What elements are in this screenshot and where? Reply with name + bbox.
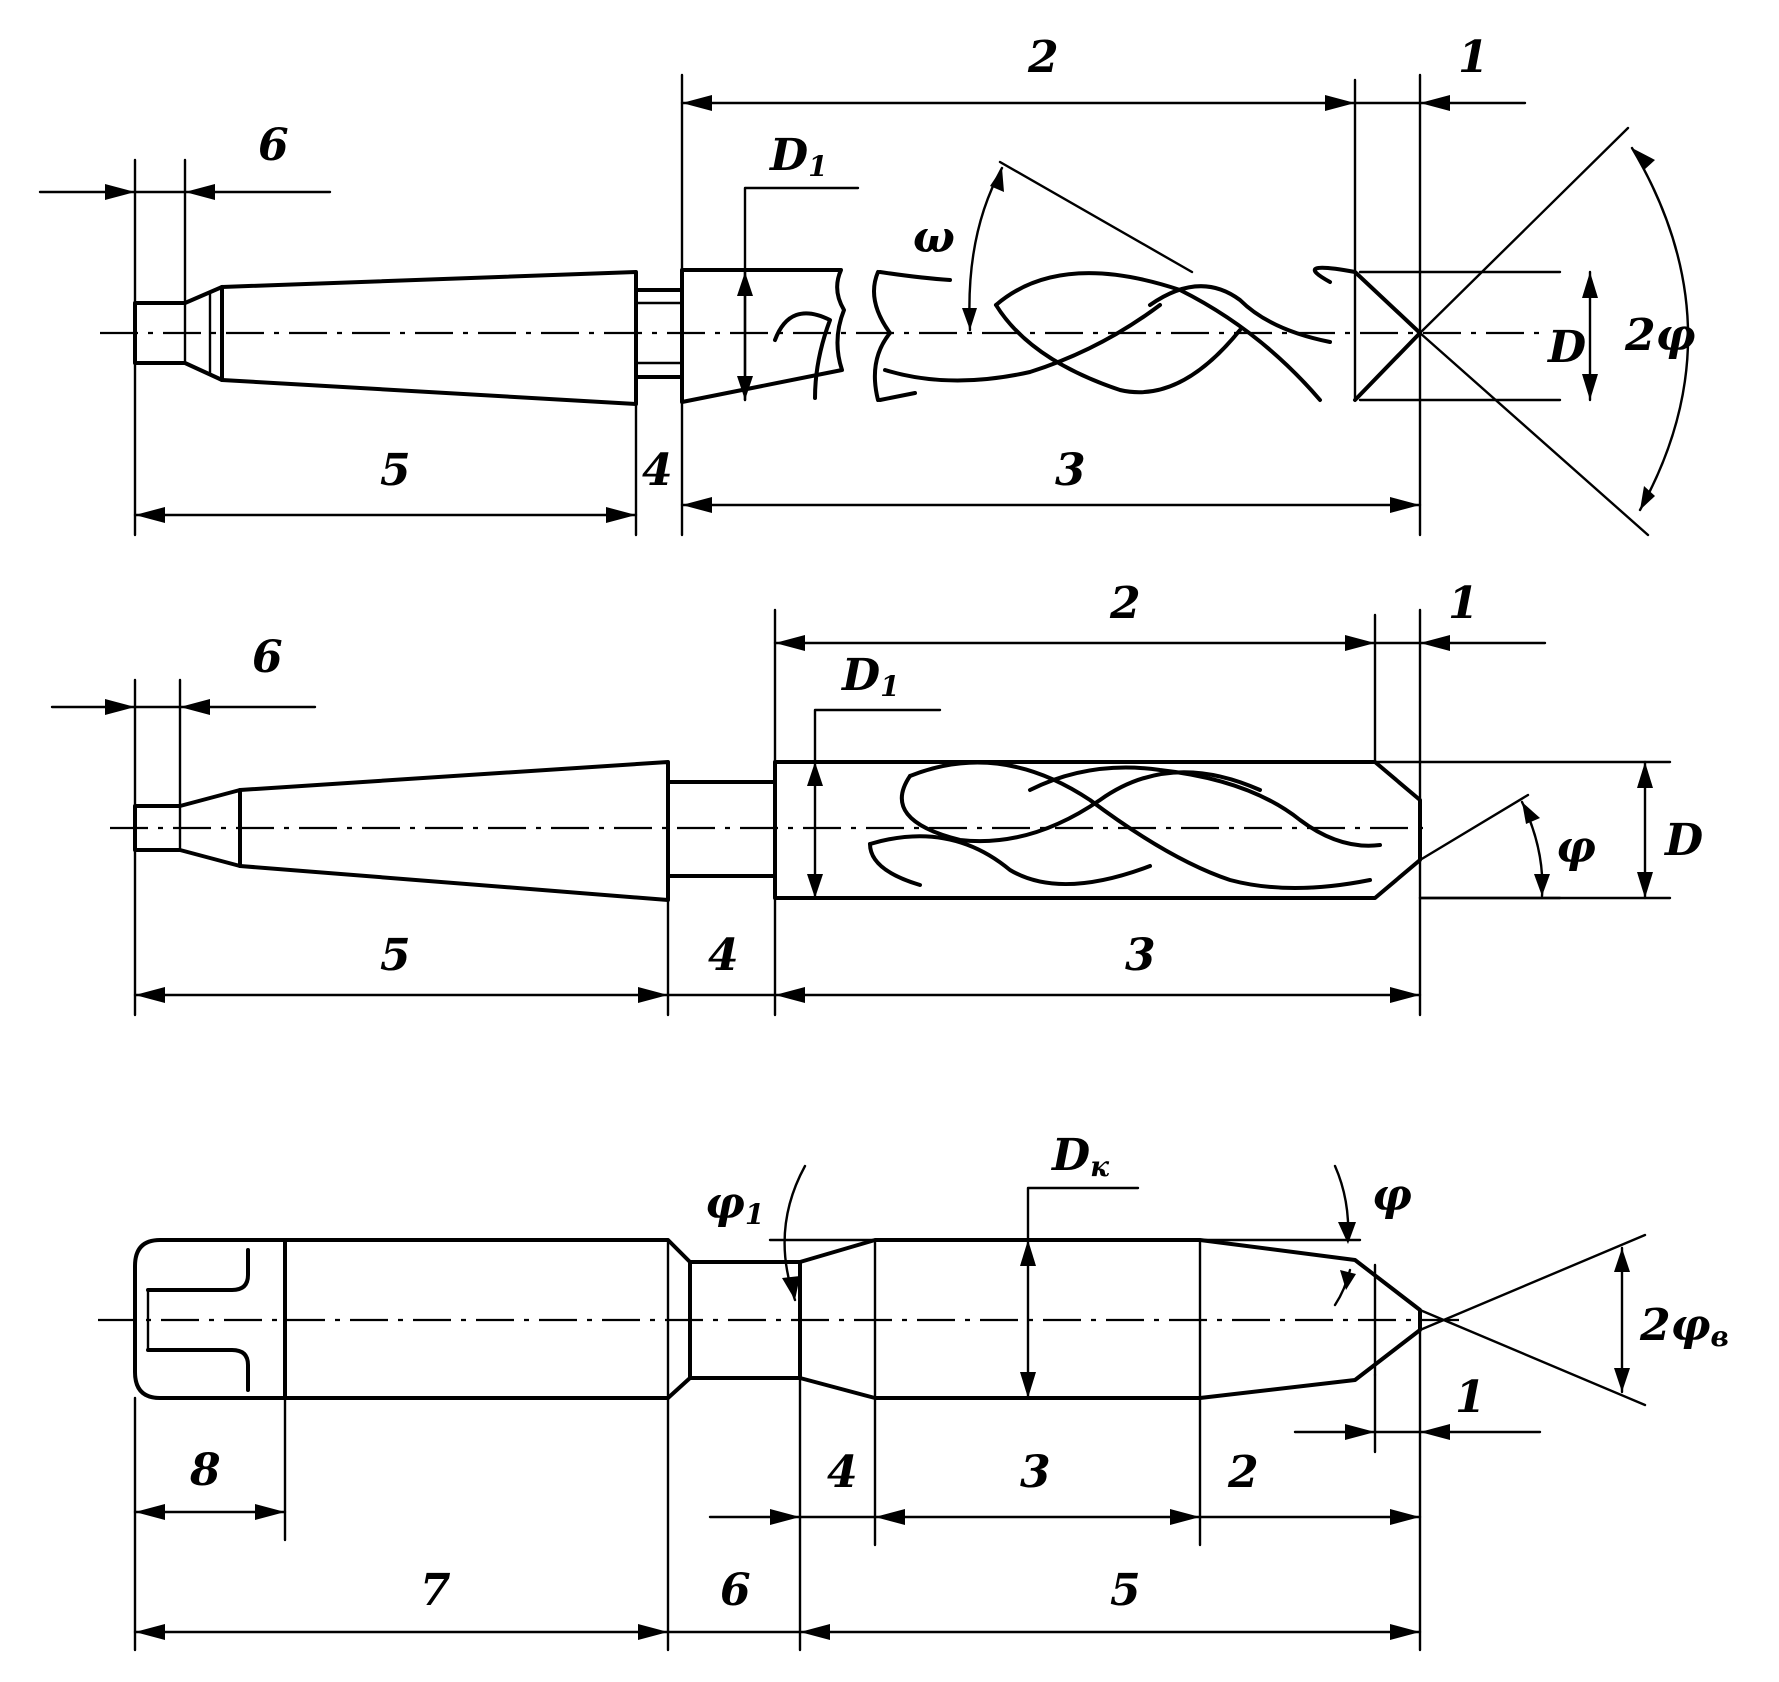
drive-slot-upper	[146, 1248, 250, 1292]
dim-6-label: 6	[258, 120, 289, 171]
flute-1	[908, 760, 1372, 890]
diameter-d1-leader	[813, 708, 942, 900]
body-start	[680, 268, 846, 404]
dim-3-label: 3	[1020, 1447, 1051, 1498]
point-line-lower	[1418, 331, 1650, 537]
diameter-dk-leader	[1026, 1186, 1140, 1400]
drive-square	[133, 1238, 287, 1400]
flute-3	[868, 834, 1152, 887]
dim-3-label: 3	[1125, 930, 1156, 981]
d1-symbol: D1	[768, 130, 828, 183]
lip-angle-line	[1418, 793, 1530, 862]
flute-start	[773, 311, 832, 400]
d-symbol: D	[1663, 815, 1703, 866]
dim-2-label: 2	[1227, 1447, 1259, 1498]
flute-2	[899, 770, 1262, 844]
point-line-upper	[1418, 126, 1630, 335]
taper-shank	[220, 270, 638, 406]
flute-1	[994, 271, 1322, 402]
taper-line-upper	[1418, 1308, 1647, 1407]
flute-4	[1028, 765, 1382, 848]
flute-3	[883, 303, 1162, 383]
dim-4-label: 4	[708, 930, 739, 981]
dim-4-label: 4	[642, 445, 673, 496]
two-phi-b-symbol: 2φв	[1639, 1300, 1729, 1353]
dim-4-label: 4	[827, 1447, 858, 1498]
d1-symbol: D1	[840, 650, 900, 703]
shank	[283, 1238, 692, 1400]
figure-3-reamer: 8 4 3 2 1 7 6 5 Dк φ1 φ 2φв	[98, 1130, 1729, 1652]
dim-2-label: 2	[1027, 32, 1059, 83]
body	[773, 760, 1422, 900]
dim-1-label: 1	[1448, 578, 1479, 629]
flute-2	[994, 303, 1242, 395]
phi-symbol: φ	[1556, 822, 1596, 873]
dim-7-label: 7	[420, 1565, 451, 1616]
taper-shank	[238, 760, 670, 902]
dim-1-label: 1	[1455, 1372, 1486, 1423]
phi1-symbol: φ1	[705, 1178, 764, 1231]
fluted-body	[878, 270, 952, 402]
dim-5-label: 5	[380, 930, 411, 981]
taper-line-lower	[1418, 1233, 1647, 1332]
helix-angle-line	[998, 160, 1194, 274]
drive-slot-lower	[146, 1348, 250, 1392]
figure-2-core-drill: 6 2 1 5 4 3 D1 φ D	[50, 578, 1703, 1017]
flute-5	[868, 842, 922, 887]
point-angle-arc	[1630, 146, 1690, 512]
dim-5-label: 5	[1110, 1565, 1141, 1616]
d-symbol: D	[1546, 322, 1586, 373]
neck	[688, 1260, 802, 1380]
dim-5-label: 5	[380, 445, 411, 496]
phi-symbol: φ	[1372, 1170, 1412, 1221]
omega-symbol: ω	[913, 212, 955, 263]
figure-1-twist-drill: 6 2 1 5 4 3 D1 ω D 2φ	[38, 32, 1696, 537]
dim-3-label: 3	[1055, 445, 1086, 496]
dim-6-label: 6	[720, 1565, 751, 1616]
dim-6-label: 6	[252, 632, 283, 683]
two-phi-symbol: 2φ	[1624, 310, 1696, 361]
dim-8-label: 8	[189, 1445, 221, 1496]
dim-1-label: 1	[1458, 32, 1489, 83]
dk-symbol: Dк	[1050, 1130, 1110, 1183]
flute-4	[1148, 284, 1332, 344]
dim-2-label: 2	[1109, 578, 1141, 629]
